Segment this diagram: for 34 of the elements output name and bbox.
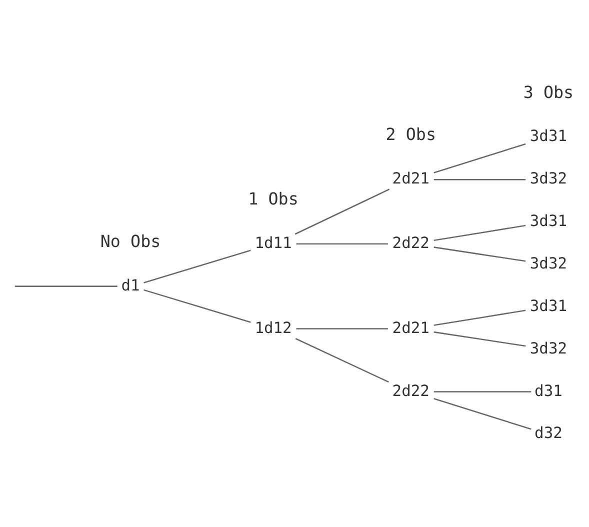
- connector: [296, 243, 388, 245]
- node-text: d1: [121, 276, 140, 294]
- node-text: 2d22: [392, 382, 430, 400]
- label: 3 Obs: [523, 82, 574, 102]
- connector: [144, 289, 251, 323]
- label: 2 Obs: [386, 124, 436, 144]
- connector: [434, 246, 526, 262]
- node-text: 2d21: [392, 170, 430, 188]
- node-text: 3d31: [530, 212, 568, 230]
- label: No Obs: [100, 230, 161, 251]
- connector: [295, 338, 389, 383]
- label: 1 Obs: [248, 188, 298, 209]
- node-text: 3d32: [530, 170, 568, 188]
- connector: [434, 310, 526, 326]
- connector: [434, 178, 526, 180]
- connector: [434, 398, 532, 430]
- connector: [296, 328, 388, 330]
- connector: [434, 391, 532, 392]
- node-text: d32: [534, 424, 562, 442]
- connector: [14, 286, 118, 287]
- node-text: 1d11: [254, 234, 292, 252]
- node-text: d31: [534, 382, 562, 400]
- node-text: 2d21: [392, 318, 430, 337]
- connector: [144, 250, 251, 284]
- connector: [434, 224, 526, 242]
- connector: [294, 188, 390, 235]
- node-text: 3d31: [530, 296, 568, 315]
- node-text: 1d12: [254, 318, 292, 337]
- connector: [434, 331, 526, 347]
- node-text: 2d22: [392, 234, 430, 252]
- node-text: 3d32: [530, 339, 568, 358]
- node-text: 3d31: [530, 127, 568, 146]
- connector: [434, 143, 526, 174]
- node-text: 3d32: [530, 254, 568, 272]
